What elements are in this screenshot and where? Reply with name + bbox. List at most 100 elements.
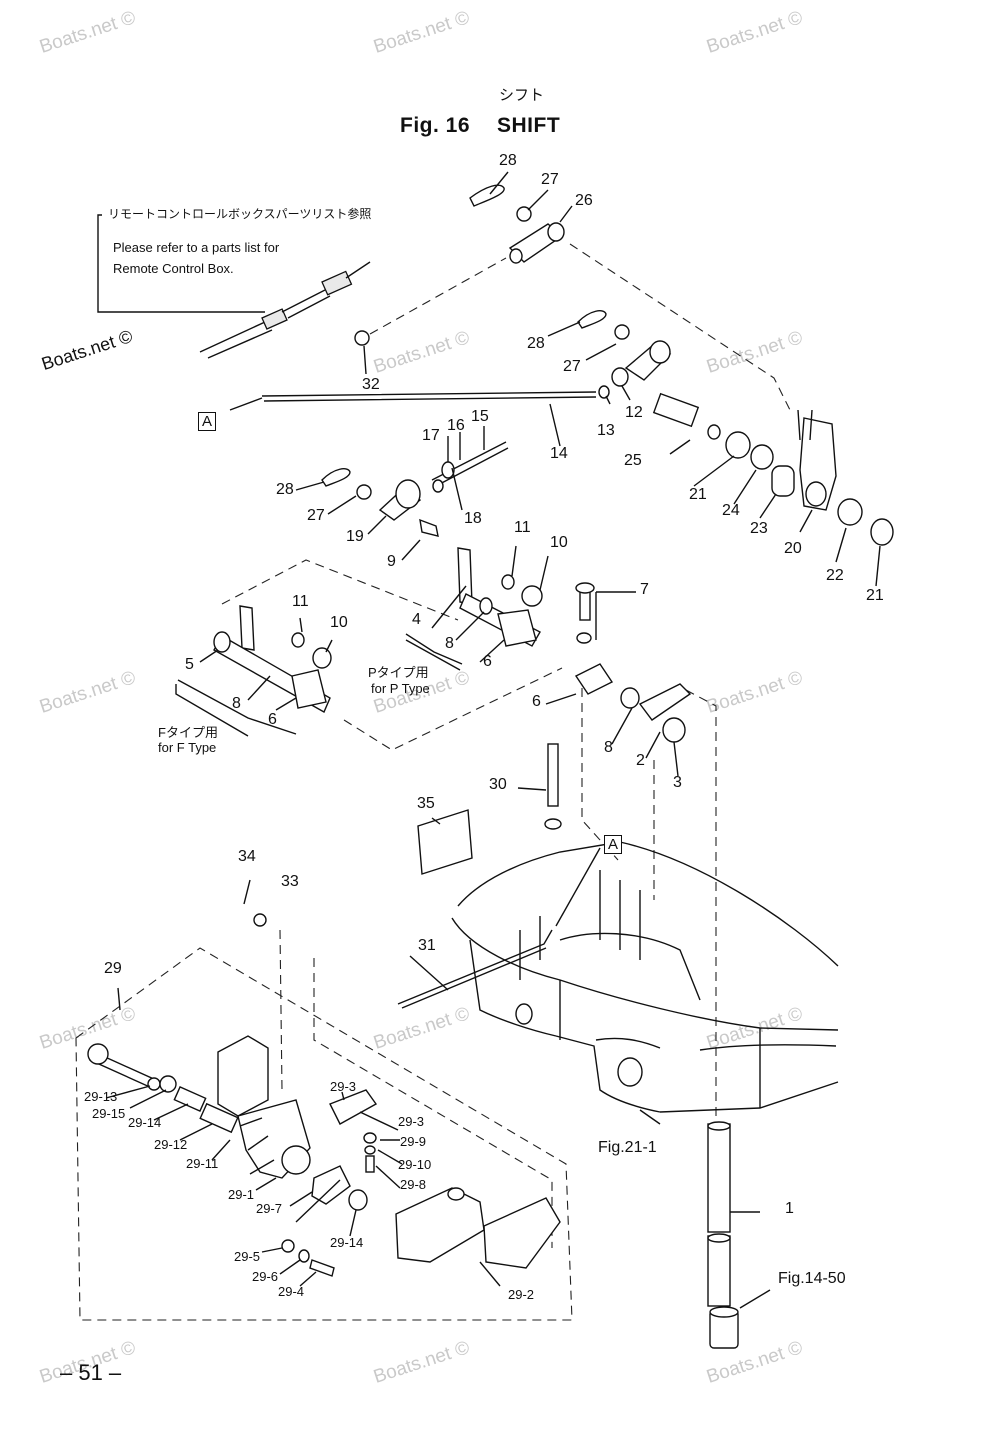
joint-end bbox=[649, 340, 671, 364]
shift-shaft-p-type bbox=[457, 547, 541, 647]
washer-27-low bbox=[356, 484, 372, 500]
joint-26 bbox=[508, 222, 565, 264]
callout: 29-4 bbox=[278, 1284, 305, 1299]
joint-6 bbox=[574, 663, 614, 695]
callout: 11 bbox=[514, 519, 531, 536]
washer-11-p bbox=[501, 574, 515, 590]
callout: 34 bbox=[238, 848, 256, 865]
bolt-25 bbox=[652, 392, 700, 428]
leader-dash bbox=[569, 243, 791, 411]
callout: 29-6 bbox=[252, 1269, 279, 1284]
note-line-2: Remote Control Box. bbox=[113, 261, 234, 276]
callout: 6 bbox=[532, 693, 541, 710]
pin-9 bbox=[419, 518, 439, 537]
callout: 7 bbox=[640, 581, 649, 598]
callout: 29-3 bbox=[330, 1079, 357, 1094]
shift-lever-20 bbox=[797, 409, 837, 511]
washer-29-15 bbox=[147, 1077, 161, 1091]
callout: 29-3 bbox=[398, 1114, 425, 1129]
callout: 21 bbox=[689, 486, 707, 503]
callout: 29-14 bbox=[330, 1235, 364, 1250]
gear-29-7 bbox=[311, 1165, 351, 1205]
callout: 29-10 bbox=[398, 1157, 432, 1172]
nut-10-f bbox=[312, 647, 332, 669]
callout: 10 bbox=[330, 614, 348, 631]
callout: 28 bbox=[276, 481, 294, 498]
washer-29-9 bbox=[363, 1132, 377, 1144]
callout: 8 bbox=[604, 739, 613, 756]
arrow-a-lower bbox=[555, 847, 601, 927]
washer-29-14 bbox=[159, 1075, 177, 1093]
callout: 22 bbox=[826, 567, 844, 584]
callout: 9 bbox=[387, 553, 396, 570]
spring-29-3 bbox=[329, 1089, 378, 1125]
lower-casing bbox=[451, 841, 839, 1113]
title-japanese: シフト bbox=[499, 86, 545, 104]
nut-22 bbox=[837, 498, 863, 526]
callout: 29-12 bbox=[154, 1137, 188, 1152]
washer-21-b bbox=[870, 518, 894, 546]
collar-29-11 bbox=[199, 1102, 239, 1134]
leader-dash bbox=[685, 689, 717, 1120]
shift-cam-29-1 bbox=[217, 1035, 311, 1179]
callout: 29-9 bbox=[400, 1134, 427, 1149]
callout: 24 bbox=[722, 502, 740, 519]
callout: 4 bbox=[412, 611, 421, 628]
callout: 25 bbox=[624, 452, 642, 469]
callout: 29-1 bbox=[228, 1187, 255, 1202]
figure-title: SHIFT bbox=[497, 114, 561, 137]
arrow-to-a bbox=[229, 397, 263, 411]
callout: 31 bbox=[418, 937, 436, 954]
nut-29-5 bbox=[281, 1239, 295, 1253]
callout: 27 bbox=[541, 171, 559, 188]
callout: 27 bbox=[307, 507, 325, 524]
callout: 18 bbox=[464, 510, 482, 527]
fig-ref-14-50: Fig.14-50 bbox=[778, 1270, 846, 1287]
callout: 28 bbox=[527, 335, 545, 352]
figure-number: Fig. 16 bbox=[400, 114, 471, 137]
washer-18 bbox=[432, 479, 444, 493]
p-type-label-jp: Pタイプ用 bbox=[368, 665, 429, 680]
shift-shaft-f-type bbox=[213, 605, 331, 713]
page-number: – 51 – bbox=[60, 1360, 122, 1385]
bolt-30 bbox=[547, 743, 559, 807]
washer-27-mid bbox=[614, 324, 630, 340]
nut-33 bbox=[253, 913, 267, 927]
snap-pin-28-top bbox=[469, 184, 505, 207]
reference-box-a-lower: A bbox=[604, 835, 622, 854]
callout: 26 bbox=[575, 192, 593, 209]
washer-29-6 bbox=[298, 1249, 310, 1263]
callout: 29-13 bbox=[84, 1089, 118, 1104]
subassembly-29-outline bbox=[75, 947, 573, 1321]
pin-34 bbox=[243, 879, 251, 905]
callout: 29-15 bbox=[92, 1106, 126, 1121]
washer-30 bbox=[544, 818, 562, 830]
note-japanese: リモートコントロールボックスパーツリスト参照 bbox=[108, 207, 372, 221]
washer-27-top bbox=[516, 206, 532, 222]
nut-10-p bbox=[521, 585, 543, 607]
callout: 20 bbox=[784, 540, 802, 557]
note-line-1: Please refer to a parts list for bbox=[113, 240, 280, 255]
callout: 13 bbox=[597, 422, 615, 439]
callout: 29 bbox=[104, 960, 122, 977]
lever-2 bbox=[638, 683, 692, 721]
joint-19-end bbox=[395, 479, 421, 509]
callout: 6 bbox=[483, 653, 492, 670]
f-type-label-jp: Fタイプ用 bbox=[158, 725, 218, 740]
bolt-29-13-head bbox=[87, 1043, 109, 1065]
leader-dash bbox=[343, 667, 563, 751]
screw-29-8 bbox=[365, 1155, 375, 1173]
leader-dash bbox=[369, 257, 507, 335]
callout: 14 bbox=[550, 445, 568, 462]
washer-29-14b bbox=[348, 1189, 368, 1211]
snap-pin-28-low bbox=[321, 468, 351, 487]
label-35 bbox=[417, 809, 473, 875]
note-leader bbox=[97, 214, 265, 313]
p-type-label-en: for P Type bbox=[371, 681, 430, 696]
rod-31 bbox=[397, 929, 553, 1009]
callout: 21 bbox=[866, 587, 884, 604]
callout: 35 bbox=[417, 795, 435, 812]
callout: 29-11 bbox=[186, 1156, 219, 1171]
callout: 15 bbox=[471, 408, 489, 425]
